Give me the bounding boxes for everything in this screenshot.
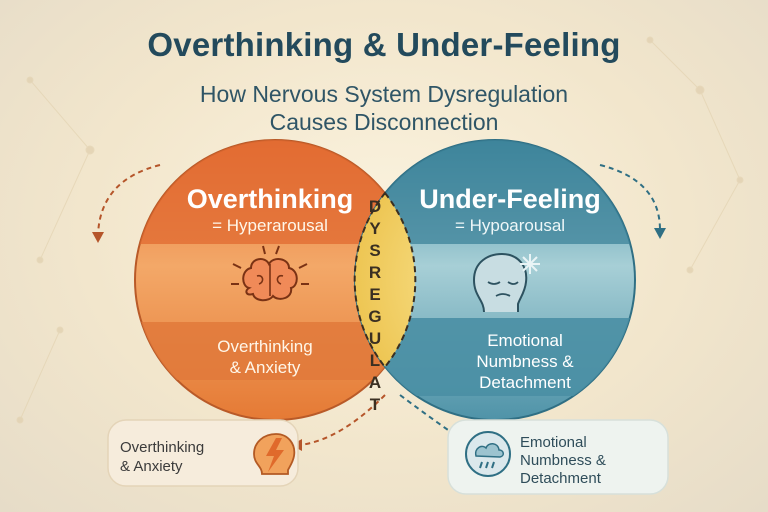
cloud-rain-icon (465, 431, 511, 477)
center-letter: A (368, 373, 382, 392)
card-left-line-1: Overthinking (120, 439, 205, 456)
hyperarousal-band-line-2: & Anxiety (229, 358, 301, 377)
center-letter: S (369, 241, 381, 260)
hyperarousal-band-text: Overthinking & Anxiety (170, 336, 360, 378)
subtitle-line-2: Causes Disconnection (269, 109, 499, 135)
card-right-line-1: Emotional (520, 434, 587, 451)
arrow-head-left-top (92, 232, 104, 243)
background-network (16, 36, 744, 424)
card-left-line-2: & Anxiety (120, 458, 183, 475)
hypoarousal-band-text: Emotional Numbness & Detachment (425, 330, 625, 393)
hyperarousal-band-line-1: Overthinking (217, 337, 313, 356)
card-right-line-3: Detachment (520, 470, 601, 487)
subtitle-line-1: How Nervous System Dysregulation (199, 81, 569, 107)
center-letter: U (368, 329, 382, 348)
hypoarousal-subheading: = Hypoarousal (454, 216, 566, 235)
hypoarousal-band-line-3: Detachment (479, 373, 571, 392)
page-subtitle: How Nervous System Dysregulation Causes … (0, 80, 768, 136)
center-letter: D (368, 197, 382, 216)
center-letter: T (369, 395, 381, 414)
hypoarousal-band-line-1: Emotional (487, 331, 563, 350)
center-letter: L (369, 351, 381, 370)
center-letter: E (369, 285, 381, 304)
head-lightning-icon (253, 433, 296, 475)
page-title: Overthinking & Under-Feeling (147, 26, 621, 63)
card-left-text: Overthinking & Anxiety (120, 438, 258, 476)
brain-icon (231, 245, 309, 302)
card-left (107, 419, 299, 487)
card-right-text: Emotional Numbness & Detachment (520, 434, 650, 488)
center-letter: Y (369, 219, 381, 238)
hypoarousal-band-line-2: Numbness & (476, 352, 574, 371)
hypoarousal-heading: Under-Feeling (419, 184, 601, 214)
center-letter: R (368, 263, 382, 282)
overlap-dashed-outline (353, 191, 417, 369)
dysregulation-vertical-label: D Y S R E G U L A T (360, 196, 390, 416)
center-letter: G (368, 307, 382, 326)
arrow-head-right-top (654, 228, 666, 239)
hyperarousal-heading: Overthinking (186, 184, 354, 214)
card-right-line-2: Numbness & (520, 452, 606, 469)
hyperarousal-subheading: = Hyperarousal (212, 216, 328, 235)
flow-arrows (97, 164, 386, 446)
head-snowflake-icon (472, 252, 540, 313)
